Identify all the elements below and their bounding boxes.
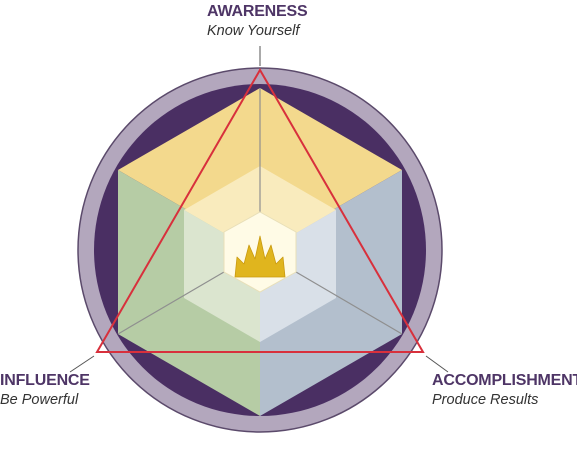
leadership-triangle xyxy=(95,68,425,353)
crown-icon xyxy=(234,235,286,278)
influence-label: INFLUENCE Be Powerful xyxy=(0,373,90,408)
accomplishment-label: ACCOMPLISHMENT Produce Results xyxy=(432,373,577,408)
label-leader-lines xyxy=(69,46,449,373)
influence-subtitle: Be Powerful xyxy=(0,392,79,408)
accomplishment-subtitle: Produce Results xyxy=(432,392,539,408)
awareness-title: AWARENESS xyxy=(207,3,308,20)
awareness-subtitle: Know Yourself xyxy=(207,23,300,39)
accomplishment-title: ACCOMPLISHMENT xyxy=(432,372,577,389)
influence-title: INFLUENCE xyxy=(0,372,90,389)
facet-dividers xyxy=(117,88,403,335)
awareness-label: AWARENESS Know Yourself xyxy=(207,3,308,39)
